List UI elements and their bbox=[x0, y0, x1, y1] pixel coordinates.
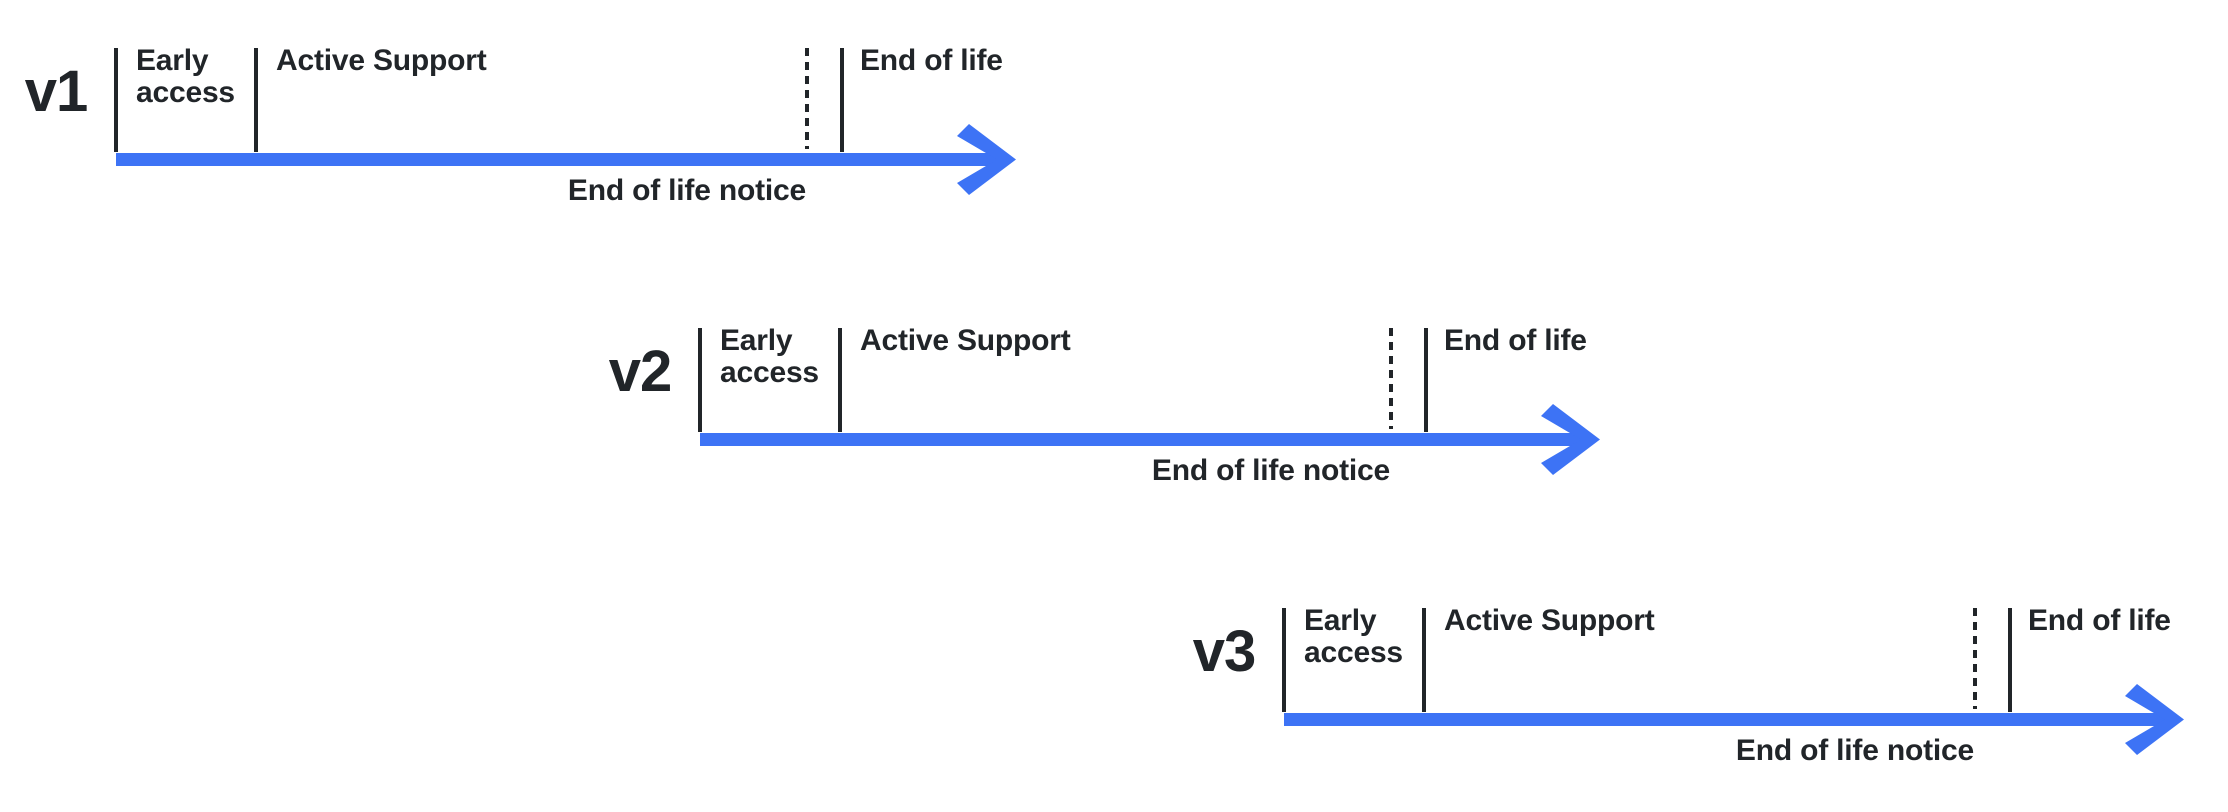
active-support-start-tick bbox=[254, 48, 258, 152]
active-support-label: Active Support bbox=[860, 324, 1071, 357]
timeline-arrow bbox=[116, 124, 1016, 195]
version-label: v3 bbox=[1192, 619, 1257, 684]
end-of-life-label: End of life bbox=[2028, 604, 2171, 637]
timeline-v3: v3 Early access Active Support End of li… bbox=[1168, 560, 2228, 775]
timeline-arrow bbox=[700, 404, 1600, 475]
end-of-life-tick bbox=[1424, 328, 1428, 432]
eol-notice-dashed-tick bbox=[1973, 608, 1977, 709]
eol-notice-dashed-tick bbox=[1389, 328, 1393, 429]
eol-notice-label: End of life notice bbox=[1151, 454, 1390, 487]
timeline-bar bbox=[700, 433, 1583, 446]
active-support-label: Active Support bbox=[276, 44, 487, 77]
timeline-arrow bbox=[1284, 684, 2184, 755]
early-access-start-tick bbox=[1282, 608, 1286, 712]
early-access-start-tick bbox=[114, 48, 118, 152]
eol-notice-label: End of life notice bbox=[1735, 734, 1974, 767]
version-label: v1 bbox=[24, 59, 89, 124]
early-access-label: Early access bbox=[136, 44, 235, 109]
active-support-start-tick bbox=[1422, 608, 1426, 712]
arrowhead-icon bbox=[1541, 404, 1600, 475]
active-support-start-tick bbox=[838, 328, 842, 432]
early-access-label: Early access bbox=[720, 324, 819, 389]
timeline-v1: v1 Early access Active Support End of li… bbox=[0, 0, 1060, 215]
end-of-life-label: End of life bbox=[860, 44, 1003, 77]
early-access-start-tick bbox=[698, 328, 702, 432]
arrowhead-icon bbox=[957, 124, 1016, 195]
early-access-label: Early access bbox=[1304, 604, 1403, 669]
timeline-bar bbox=[116, 153, 999, 166]
version-label: v2 bbox=[608, 339, 673, 404]
end-of-life-label: End of life bbox=[1444, 324, 1587, 357]
timeline-bar bbox=[1284, 713, 2167, 726]
arrowhead-icon bbox=[2125, 684, 2184, 755]
eol-notice-label: End of life notice bbox=[567, 174, 806, 207]
end-of-life-tick bbox=[2008, 608, 2012, 712]
eol-notice-dashed-tick bbox=[805, 48, 809, 149]
active-support-label: Active Support bbox=[1444, 604, 1655, 637]
timeline-v2: v2 Early access Active Support End of li… bbox=[584, 280, 1644, 495]
end-of-life-tick bbox=[840, 48, 844, 152]
